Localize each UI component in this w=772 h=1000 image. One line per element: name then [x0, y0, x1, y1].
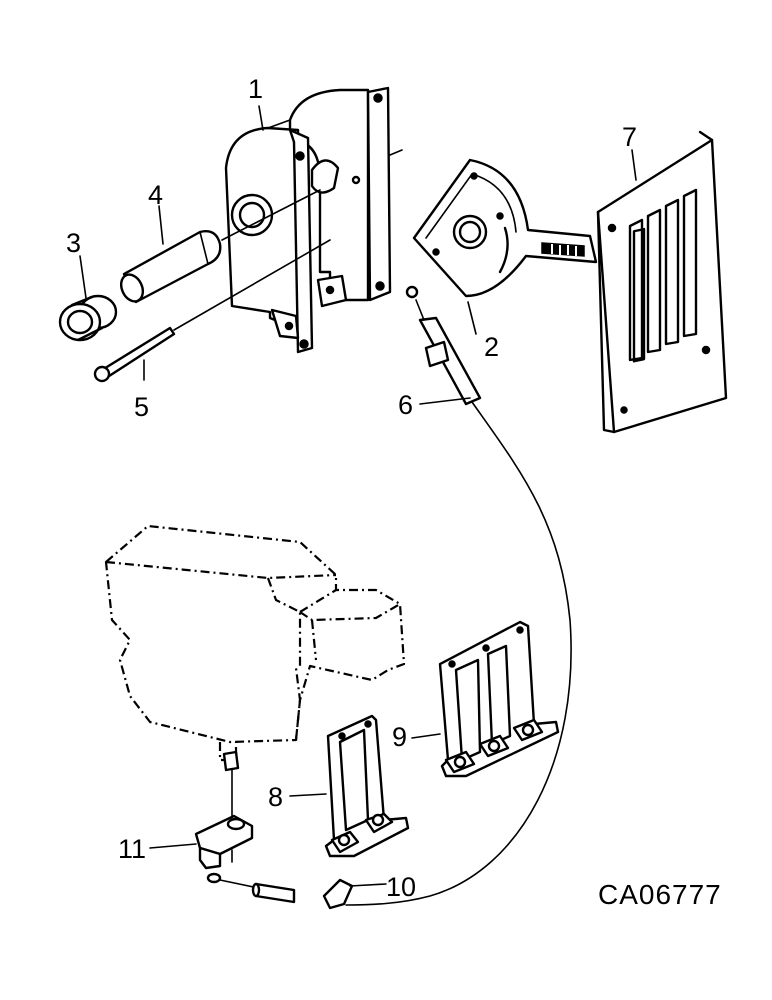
part-louvered-cover[interactable] — [596, 130, 728, 434]
callout-8: 8 — [268, 782, 283, 812]
assembly-axis-line-upper — [221, 189, 321, 241]
drawing-number: CA06777 — [598, 879, 722, 910]
callout-11: 11 — [118, 834, 146, 864]
callout-labels: 1 2 3 4 5 6 7 8 9 10 11 — [66, 74, 637, 902]
control-cable — [345, 401, 572, 906]
callout-leader-lines — [79, 105, 637, 887]
part-shaft-tube[interactable] — [117, 230, 222, 305]
part-large-bracket[interactable] — [438, 620, 560, 778]
assembly-axis-line — [173, 239, 331, 331]
part-bushing[interactable] — [58, 294, 118, 342]
part-long-pin[interactable] — [93, 326, 176, 383]
callout-3: 3 — [66, 228, 81, 258]
callout-10: 10 — [386, 872, 416, 902]
callout-2: 2 — [484, 332, 499, 362]
part-small-bracket[interactable] — [324, 714, 410, 858]
callout-7: 7 — [622, 122, 637, 152]
part-cable-end[interactable] — [405, 285, 482, 406]
part-lever[interactable] — [194, 814, 254, 870]
transmission-housing-phantom — [104, 524, 406, 762]
callout-1: 1 — [248, 74, 263, 104]
callout-6: 6 — [398, 390, 413, 420]
callout-5: 5 — [134, 392, 149, 422]
callout-4: 4 — [148, 180, 163, 210]
housing-stud — [222, 750, 240, 772]
callout-9: 9 — [392, 722, 407, 752]
part-cable-clip[interactable] — [206, 872, 354, 910]
part-housing-bracket[interactable] — [224, 86, 403, 354]
part-selector-plate[interactable] — [412, 158, 598, 298]
